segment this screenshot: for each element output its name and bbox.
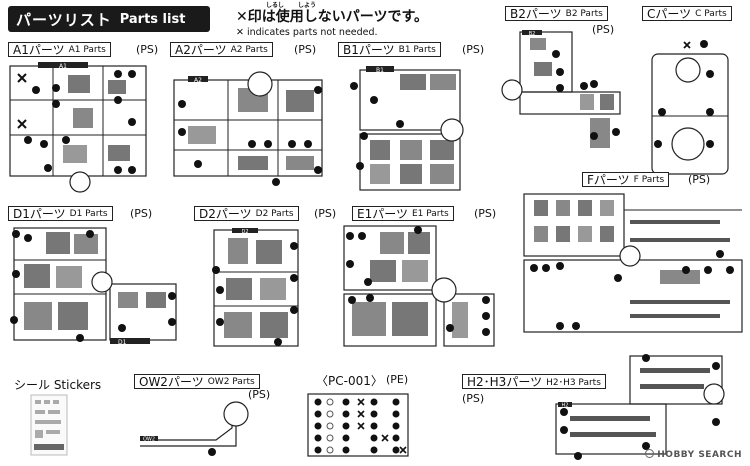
- ps-material-b1: (PS): [462, 43, 485, 56]
- svg-text:H2: H2: [562, 403, 569, 409]
- svg-text:D2: D2: [241, 229, 248, 235]
- sprue-diagram-pc001: [307, 393, 409, 457]
- ps-material-f: (PS): [688, 173, 711, 186]
- ps-material-h2h3: (PS): [462, 392, 485, 405]
- sprue-diagram-h2h3: H2: [555, 354, 725, 460]
- title-english: Parts list: [119, 11, 186, 27]
- watermark-logo-icon: [645, 449, 655, 458]
- unused-parts-note-en: ✕ indicates parts not needed.: [236, 27, 378, 38]
- section-label-pc001: 〈PC-001〉: [316, 374, 383, 388]
- parts-list-title: パーツリスト Parts list: [8, 6, 210, 32]
- section-label-stickers: シール Stickers: [14, 378, 102, 392]
- svg-text:B2: B2: [529, 31, 536, 37]
- watermark: HOBBY SEARCH: [645, 449, 742, 460]
- sprue-diagram-a2: A2: [173, 71, 323, 186]
- svg-text:B1: B1: [376, 67, 384, 74]
- ps-material-d1: (PS): [130, 207, 153, 220]
- svg-text:A2: A2: [194, 77, 202, 84]
- furigana-shiyou: しよう: [298, 2, 317, 9]
- sprue-diagram-ow2: OW2: [140, 401, 249, 456]
- ps-material-a2: (PS): [294, 43, 317, 56]
- sprue-diagram-f: [523, 193, 743, 333]
- svg-text:A1: A1: [59, 63, 67, 70]
- sprue-diagram-b2: B2: [501, 30, 621, 148]
- sprue-diagram-c: [651, 40, 729, 175]
- pe-material-pc001: (PE): [386, 373, 409, 386]
- svg-text:D1: D1: [118, 339, 127, 346]
- ps-material-d2: (PS): [314, 207, 337, 220]
- sprue-diagram-d2: D2: [212, 228, 299, 347]
- unused-parts-note-jp: ✕印は使用しないパーツです。 しるし しよう: [236, 2, 429, 25]
- svg-text:OW2: OW2: [143, 437, 155, 443]
- sprue-diagram-a1: A1: [9, 62, 147, 193]
- ps-material-ow2: (PS): [248, 388, 271, 401]
- furigana-shirushi: しるし: [266, 2, 285, 9]
- sprue-diagram-e1: [343, 225, 495, 347]
- ps-material-b2: (PS): [592, 23, 615, 36]
- ps-material-a1: (PS): [136, 43, 159, 56]
- title-japanese: パーツリスト: [16, 10, 112, 29]
- sprue-diagram-d1: D1: [10, 227, 177, 346]
- ps-material-e1: (PS): [474, 207, 497, 220]
- sticker-sheet: [30, 394, 68, 456]
- sprue-diagram-b1: B1: [350, 66, 464, 191]
